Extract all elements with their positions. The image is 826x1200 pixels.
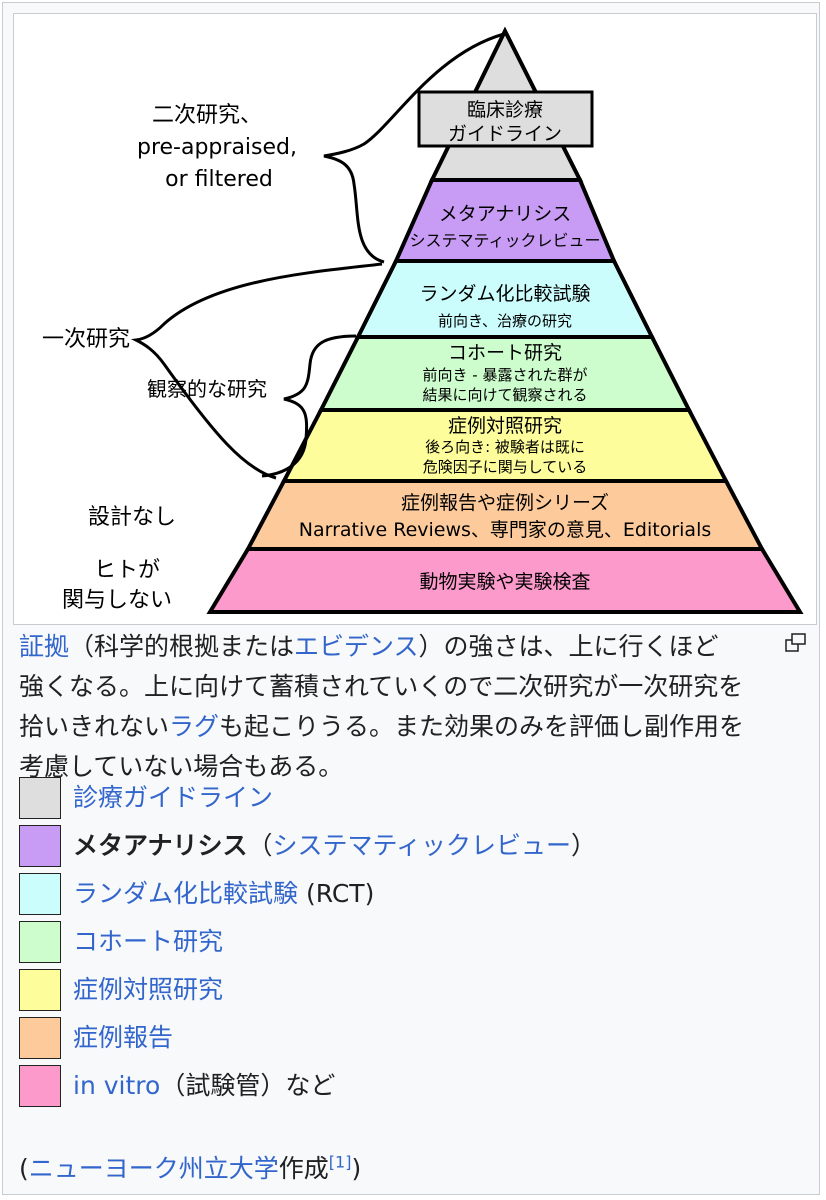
reference-link[interactable]: [1] — [328, 1152, 352, 1172]
guidelines-box — [417, 90, 594, 148]
label-observational: 観察的な研究 — [147, 377, 267, 401]
caption-line-1: 証拠（科学的根拠またはエビデンス）の強さは、上に行くほど — [19, 627, 799, 667]
legend-label: コホート研究 — [73, 921, 223, 963]
link-lag[interactable]: ラグ — [169, 712, 220, 741]
caption-line-3: 拾いきれないラグも起こりうる。また効果のみを評価し副作用を — [19, 707, 799, 747]
evidence-pyramid-diagram: 臨床診療 ガイドライン メタアナリシス システマティックレビュー ランダム化比較… — [42, 26, 804, 614]
level-4-label-1: コホート研究 — [448, 342, 562, 364]
legend-label: 症例対照研究 — [73, 969, 223, 1011]
legend-swatch — [19, 825, 61, 867]
label-secondary-1: 二次研究、 — [152, 103, 262, 128]
legend-swatch — [19, 777, 61, 819]
link-evidence-2[interactable]: エビデンス — [294, 632, 419, 661]
label-primary: 一次研究 — [42, 327, 130, 352]
level-5-label-3: 危険因子に関与している — [423, 458, 588, 476]
legend-link[interactable]: システマティックレビュー — [272, 831, 572, 860]
brace-secondary — [323, 32, 505, 264]
footer-text: 作成 — [278, 1154, 329, 1183]
link-suny[interactable]: ニューヨーク州立大学 — [28, 1154, 279, 1183]
footer-paren: ( — [19, 1154, 29, 1183]
footer-paren: ) — [351, 1154, 362, 1183]
enlarge-icon[interactable] — [785, 633, 807, 653]
legend-text: （ — [247, 831, 273, 860]
legend-label: メタアナリシス（システマティックレビュー） — [73, 825, 596, 867]
legend-swatch — [19, 969, 61, 1011]
level-1-label-1: 臨床診療 — [467, 99, 543, 121]
caption-line-2: 強くなる。上に向けて蓄積されていくので二次研究が一次研究を — [19, 672, 744, 701]
legend-label: 症例報告 — [73, 1017, 173, 1059]
legend-link[interactable]: in vitro — [73, 1071, 161, 1100]
level-3-label-2: 前向き、治療の研究 — [438, 312, 572, 330]
caption-text-1: （科学的根拠または — [69, 632, 295, 661]
level-6-label-2: Narrative Reviews、専門家の意見、Editorials — [299, 519, 712, 541]
level-5-label-1: 症例対照研究 — [448, 415, 562, 437]
figure-caption: 証拠（科学的根拠またはエビデンス）の強さは、上に行くほど 強くなる。上に向けて蓄… — [19, 627, 799, 787]
legend-link[interactable]: 診療ガイドライン — [73, 783, 274, 812]
label-no-design: 設計なし — [88, 505, 176, 530]
level-4-label-3: 結果に向けて観察される — [422, 386, 587, 404]
pyramid-level-in-vitro — [206, 547, 804, 614]
level-2-label-2: システマティックレビュー — [409, 231, 600, 250]
legend-link[interactable]: ランダム化比較試験 — [73, 879, 299, 908]
level-7-label-1: 動物実験や実験検査 — [419, 571, 590, 593]
caption-text-2: ）の強さは、上に行くほど — [418, 632, 719, 661]
brace-primary — [130, 262, 383, 480]
legend-label: in vitro（試験管）など — [73, 1065, 335, 1107]
level-4-label-2: 前向き - 暴露された群が — [423, 366, 588, 384]
legend-bold: メタアナリシス — [73, 831, 248, 860]
legend-link[interactable]: 症例対照研究 — [73, 975, 224, 1004]
legend-text: ） — [571, 831, 597, 860]
legend-label: 診療ガイドライン — [73, 777, 273, 819]
label-non-human-1: ヒトが — [94, 558, 160, 583]
label-secondary-3: or filtered — [165, 167, 273, 192]
legend-swatch — [19, 1017, 61, 1059]
label-non-human-2: 関与しない — [62, 588, 172, 613]
legend-swatch — [19, 921, 61, 963]
legend-link[interactable]: 症例報告 — [73, 1023, 174, 1052]
level-2-label-1: メタアナリシス — [439, 203, 572, 225]
level-3-label-1: ランダム化比較試験 — [419, 283, 590, 305]
legend-swatch — [19, 873, 61, 915]
label-secondary-2: pre-appraised, — [137, 135, 297, 160]
caption-text-3a: 拾いきれない — [19, 712, 170, 741]
legend-text: （試験管）など — [160, 1071, 336, 1100]
caption-text-3b: も起こりうる。また効果のみを評価し副作用を — [219, 712, 745, 741]
legend-swatch — [19, 1065, 61, 1107]
level-5-label-2: 後ろ向き: 被験者は既に — [425, 438, 585, 456]
legend-label: ランダム化比較試験 (RCT) — [73, 873, 374, 915]
evidence-pyramid-image[interactable]: 臨床診療 ガイドライン メタアナリシス システマティックレビュー ランダム化比較… — [13, 13, 817, 625]
caption-line-4: 考慮していない場合もある。 — [19, 752, 344, 781]
legend-link[interactable]: コホート研究 — [73, 927, 224, 956]
brace-observational — [261, 334, 357, 478]
level-1-label-2: ガイドライン — [448, 123, 562, 145]
figure-source: (ニューヨーク州立大学作成[1]) — [19, 1149, 361, 1189]
legend-text: (RCT) — [298, 879, 375, 908]
link-evidence[interactable]: 証拠 — [19, 632, 70, 661]
level-6-label-1: 症例報告や症例シリーズ — [401, 492, 609, 514]
